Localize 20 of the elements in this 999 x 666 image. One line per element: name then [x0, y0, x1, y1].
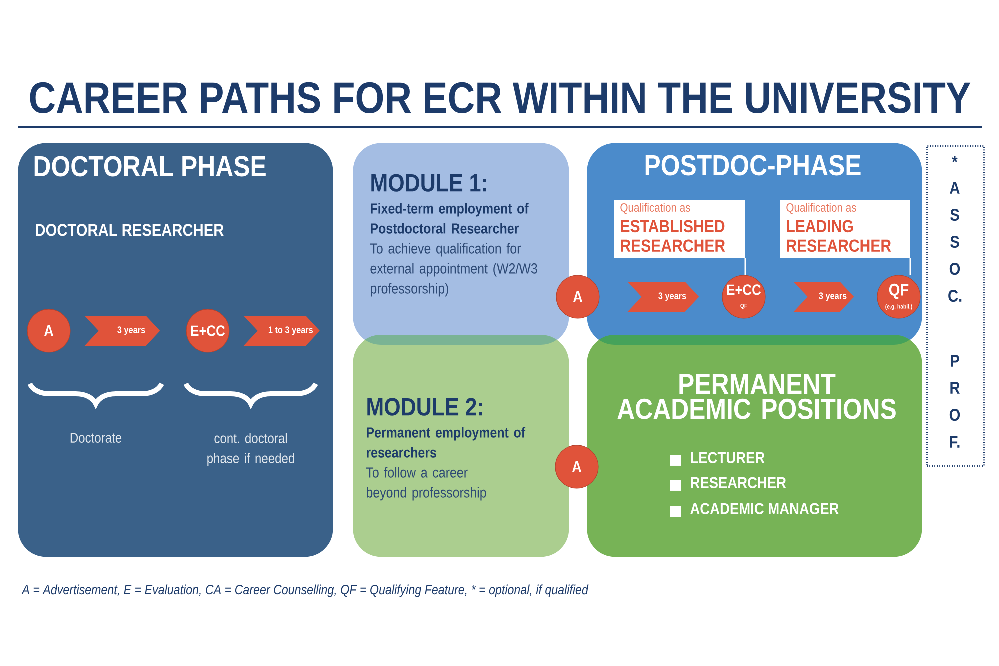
- chevron-arrow: [244, 316, 320, 346]
- edge-label: 3 years: [819, 292, 847, 302]
- chevron-arrow: [84, 316, 160, 346]
- brace-label: Doctorate: [70, 433, 122, 443]
- phase-box: MODULE 1: Fixed-term employment of Postdoctoral Researcher To achieve qualification for external appointment (W2/W3 professorship): [353, 143, 570, 346]
- qualification-box: Qualification as LEADING RESEARCHER: [780, 200, 910, 258]
- brace-label: cont. doctoral phase if needed: [208, 433, 294, 466]
- edge-label: 3 years: [118, 326, 146, 336]
- leader-line: [910, 258, 912, 276]
- qualification-box: Qualification as ESTABLISHED RESEARCHER: [614, 200, 746, 258]
- leader-line: [744, 258, 746, 276]
- caption: A = Advertisement, E = Evaluation, CA = Career Counselling, QF = Qualifying Feature, * = optional, if qualified: [22, 584, 589, 598]
- dotted-box: * A S S O C. P R O F.: [926, 145, 986, 468]
- phase-box: MODULE 2: Permanent employment of researchers To follow a career beyond professorship: [353, 334, 570, 558]
- chevron-arrow: [628, 282, 700, 312]
- edge-label: 3 years: [658, 292, 686, 302]
- title: CAREER PATHS FOR ECR WITHIN THE UNIVERSITY: [30, 82, 971, 114]
- phase-box: PERMANENT ACADEMIC POSITIONS LECTURER RESEARCHER ACADEMIC MANAGER: [587, 334, 922, 558]
- chevron-arrow: [794, 282, 854, 312]
- edge-label: 1 to 3 years: [268, 326, 314, 336]
